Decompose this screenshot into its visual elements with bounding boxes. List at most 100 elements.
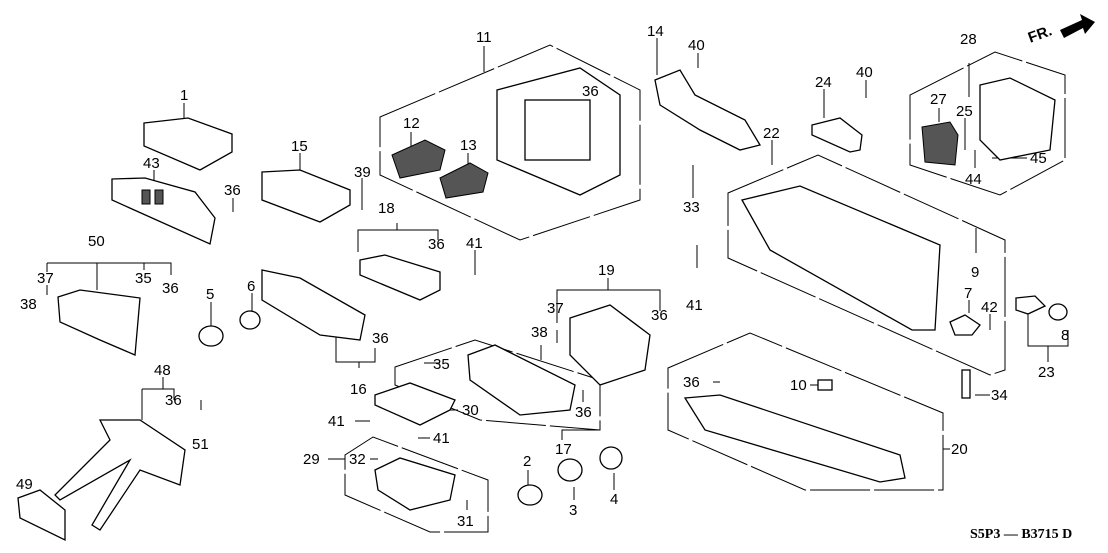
callout-37[interactable]: 37	[37, 270, 54, 287]
callout-22[interactable]: 22	[763, 125, 780, 142]
callout-37[interactable]: 37	[547, 300, 564, 317]
part-10-bulb	[817, 379, 833, 391]
part-16-panel	[261, 269, 366, 341]
group-outline-11	[379, 44, 641, 241]
callout-39[interactable]: 39	[354, 164, 371, 181]
callout-41[interactable]: 41	[433, 430, 450, 447]
part-8-cylinder	[1048, 303, 1068, 321]
callout-36[interactable]: 36	[428, 236, 445, 253]
part-49-bezel	[17, 489, 66, 542]
callout-36[interactable]: 36	[162, 280, 179, 297]
callout-36[interactable]: 36	[582, 83, 599, 100]
callout-17[interactable]: 17	[555, 441, 572, 458]
part-30-plate	[374, 382, 456, 426]
callout-43[interactable]: 43	[143, 155, 160, 172]
callout-3[interactable]: 3	[569, 502, 578, 519]
part-1-pocket	[143, 117, 233, 171]
callout-13[interactable]: 13	[460, 137, 477, 154]
part-24-bracket	[811, 117, 863, 153]
part-13-vent	[439, 162, 489, 199]
callout-35[interactable]: 35	[135, 270, 152, 287]
callout-44[interactable]: 44	[965, 171, 982, 188]
callout-41[interactable]: 41	[686, 297, 703, 314]
part-28-vent-housing	[979, 77, 1056, 161]
callout-36[interactable]: 36	[165, 392, 182, 409]
part-19-housing	[569, 304, 651, 386]
part-34-bolt	[961, 369, 971, 399]
part-7-hinge	[949, 314, 981, 336]
callout-40[interactable]: 40	[856, 64, 873, 81]
callout-7[interactable]: 7	[964, 285, 973, 302]
callout-42[interactable]: 42	[981, 299, 998, 316]
callout-24[interactable]: 24	[815, 74, 832, 91]
part-2-socket	[517, 484, 543, 506]
callout-15[interactable]: 15	[291, 138, 308, 155]
part-29-ashtray	[374, 457, 456, 511]
callout-48[interactable]: 48	[154, 362, 171, 379]
callout-27[interactable]: 27	[930, 91, 947, 108]
part-48-bracket	[54, 419, 186, 531]
part-3-lighter	[557, 458, 583, 482]
callout-40[interactable]: 40	[688, 37, 705, 54]
callout-23[interactable]: 23	[1038, 364, 1055, 381]
callout-16[interactable]: 16	[350, 381, 367, 398]
group-outline-29	[344, 436, 489, 533]
callout-35[interactable]: 35	[433, 356, 450, 373]
callout-1[interactable]: 1	[180, 87, 189, 104]
callout-9[interactable]: 9	[971, 264, 980, 281]
part-50-bezel	[57, 289, 141, 356]
part-22-glovebox	[741, 185, 941, 331]
callout-49[interactable]: 49	[16, 476, 33, 493]
part-4-ring	[599, 446, 623, 470]
callout-2[interactable]: 2	[523, 453, 532, 470]
callout-14[interactable]: 14	[647, 23, 664, 40]
callout-36[interactable]: 36	[224, 182, 241, 199]
part-14-bracket	[654, 69, 762, 151]
callout-5[interactable]: 5	[206, 286, 215, 303]
callout-36[interactable]: 36	[683, 374, 700, 391]
callout-6[interactable]: 6	[247, 278, 256, 295]
callout-38[interactable]: 38	[531, 324, 548, 341]
callout-36[interactable]: 36	[651, 307, 668, 324]
callout-30[interactable]: 30	[462, 402, 479, 419]
callout-4[interactable]: 4	[610, 491, 619, 508]
callout-34[interactable]: 34	[991, 387, 1008, 404]
part-17-panel	[467, 344, 576, 416]
callout-10[interactable]: 10	[790, 377, 807, 394]
callout-36[interactable]: 36	[575, 404, 592, 421]
part-15-pocket	[261, 169, 351, 223]
part-23-lock	[1015, 295, 1047, 315]
callout-11[interactable]: 11	[476, 29, 492, 46]
part-6-lighter	[239, 310, 261, 330]
group-outline-28	[909, 51, 1066, 196]
callout-18[interactable]: 18	[378, 200, 395, 217]
callout-45[interactable]: 45	[1030, 150, 1047, 167]
part-shapes	[17, 67, 1068, 542]
part-20-undercover	[683, 394, 906, 483]
callout-29[interactable]: 29	[303, 451, 320, 468]
part-5-socket	[198, 325, 224, 347]
leader-lines	[46, 38, 1069, 510]
callout-12[interactable]: 12	[403, 115, 420, 132]
callout-41[interactable]: 41	[328, 413, 345, 430]
front-direction-arrow-icon	[1060, 14, 1095, 38]
callout-31[interactable]: 31	[457, 513, 474, 530]
callout-8[interactable]: 8	[1061, 327, 1070, 344]
diagram-code: S5P3 — B3715 D	[970, 527, 1073, 542]
callout-32[interactable]: 32	[349, 451, 366, 468]
callout-33[interactable]: 33	[683, 199, 700, 216]
group-outline-22	[727, 154, 1006, 376]
callout-25[interactable]: 25	[956, 103, 973, 120]
part-27-vent	[921, 121, 959, 166]
group-outline-20	[667, 332, 944, 491]
callout-41[interactable]: 41	[466, 235, 483, 252]
callout-20[interactable]: 20	[951, 441, 968, 458]
callout-19[interactable]: 19	[598, 262, 615, 279]
callout-36[interactable]: 36	[372, 330, 389, 347]
callout-50[interactable]: 50	[88, 233, 105, 250]
callout-51[interactable]: 51	[192, 436, 209, 453]
callout-38[interactable]: 38	[20, 296, 37, 313]
callout-28[interactable]: 28	[960, 31, 977, 48]
part-18-pocket	[359, 254, 441, 301]
